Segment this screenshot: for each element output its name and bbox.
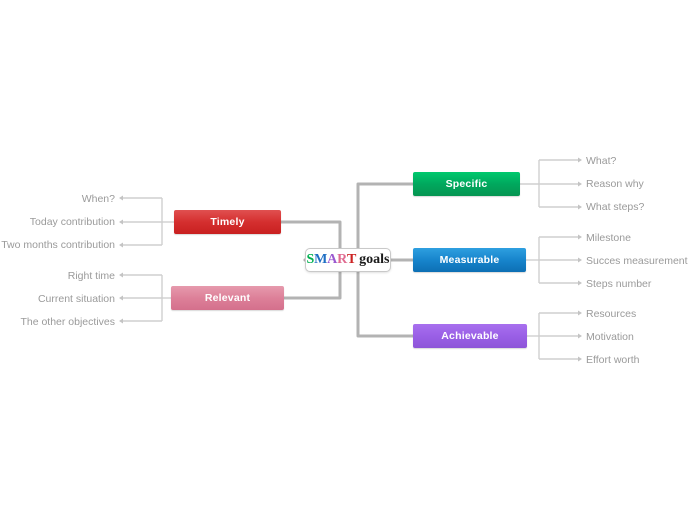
- center-letter-r: R: [337, 252, 347, 267]
- leafwires-timely: [123, 197, 174, 246]
- leafarrows-achievable: [578, 310, 582, 362]
- leafwires-measurable: [526, 236, 578, 284]
- leaf-achievable-resources[interactable]: Resources: [586, 308, 637, 320]
- center-letter-m: M: [314, 252, 328, 267]
- center-letter-s: S: [306, 252, 315, 267]
- branch-label-achievable: Achievable: [441, 330, 499, 342]
- center-suffix: goals: [359, 252, 390, 267]
- branch-node-relevant[interactable]: Relevant: [171, 286, 284, 310]
- leaf-achievable-effort-worth[interactable]: Effort worth: [586, 354, 640, 366]
- branch-node-specific[interactable]: Specific: [413, 172, 520, 196]
- center-letter-t: T: [346, 252, 357, 267]
- branch-label-relevant: Relevant: [204, 292, 251, 304]
- leaf-relevant-current-situation[interactable]: Current situation: [37, 293, 115, 305]
- branch-label-specific: Specific: [445, 178, 488, 190]
- leafarrows-specific: [578, 157, 582, 210]
- leaf-timely-two-months-contribution[interactable]: Two months contribution: [1, 239, 115, 251]
- leaf-measurable-steps-number[interactable]: Steps number: [586, 278, 652, 290]
- leaf-specific-what-steps[interactable]: What steps?: [586, 201, 645, 213]
- leaf-relevant-the-other-objectives[interactable]: The other objectives: [20, 316, 115, 328]
- branch-node-achievable[interactable]: Achievable: [413, 324, 527, 348]
- leaf-specific-what[interactable]: What?: [586, 155, 617, 167]
- leaf-measurable-milestone[interactable]: Milestone: [586, 232, 631, 244]
- branch-label-timely: Timely: [210, 216, 245, 228]
- leafwires-specific: [520, 159, 578, 208]
- leafarrows-measurable: [578, 234, 582, 286]
- leafarrows-timely: [119, 195, 123, 248]
- leafarrows-relevant: [119, 272, 123, 324]
- leafwires-relevant: [123, 274, 171, 322]
- branch-label-measurable: Measurable: [439, 254, 500, 266]
- leafwires-achievable: [527, 312, 578, 360]
- leaf-measurable-succes-measurement[interactable]: Succes measurement: [586, 255, 688, 267]
- center-letter-a: A: [327, 252, 338, 267]
- branch-node-timely[interactable]: Timely: [174, 210, 281, 234]
- leaf-timely-today-contribution[interactable]: Today contribution: [29, 216, 115, 228]
- leaf-specific-reason-why[interactable]: Reason why: [586, 178, 644, 190]
- branch-node-measurable[interactable]: Measurable: [413, 248, 526, 272]
- leaf-relevant-right-time[interactable]: Right time: [67, 270, 115, 282]
- leaf-timely-when[interactable]: When?: [81, 193, 115, 205]
- leaf-achievable-motivation[interactable]: Motivation: [586, 331, 634, 343]
